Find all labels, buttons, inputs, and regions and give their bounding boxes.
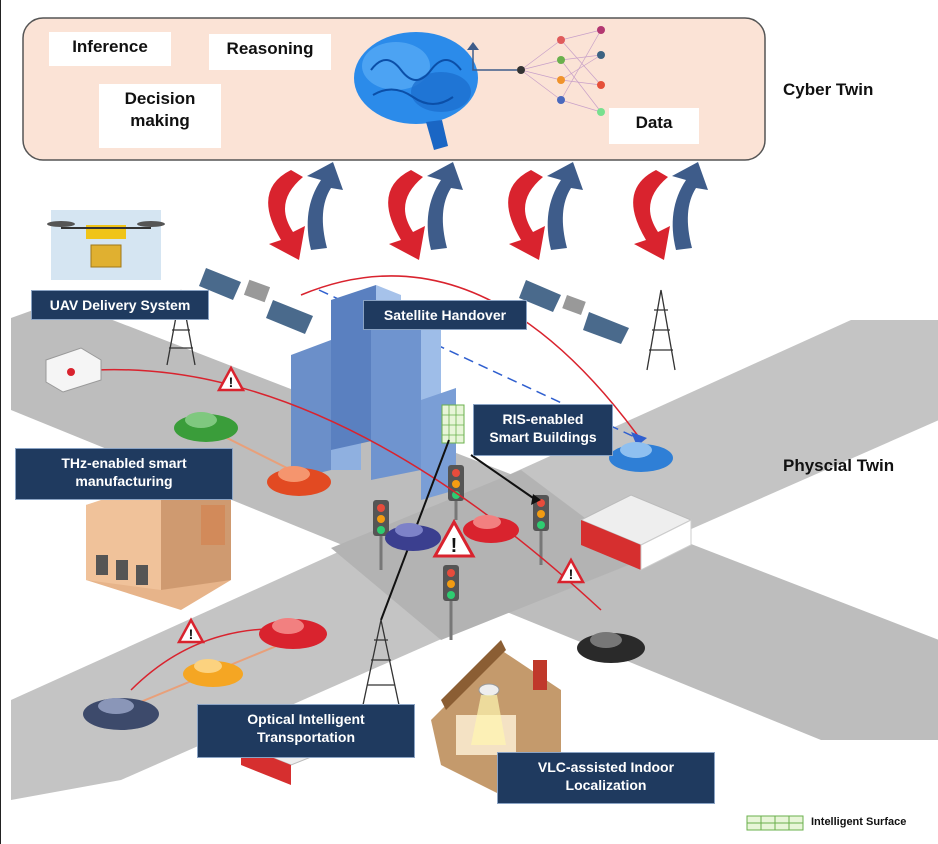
smart-buildings bbox=[291, 285, 465, 500]
ris-to-light-line bbox=[470, 454, 537, 501]
station-building-icon bbox=[579, 494, 693, 571]
neural-network-icon bbox=[517, 26, 605, 116]
decision-making-label: Decision making bbox=[99, 84, 221, 148]
down-arrow-icon bbox=[508, 170, 545, 260]
warning-icon: ! bbox=[432, 518, 476, 558]
down-arrow-icon bbox=[268, 170, 305, 260]
satellite-icon bbox=[199, 268, 313, 334]
intelligent-surface-legend-swatch bbox=[746, 815, 804, 831]
arrow-pair-3 bbox=[508, 162, 583, 260]
inference-text: Inference bbox=[72, 37, 148, 56]
vlc-localization-tag: VLC-assisted Indoor Localization bbox=[497, 752, 715, 804]
car-icon bbox=[609, 442, 673, 472]
data-text: Data bbox=[635, 113, 673, 132]
arrow-pair-4 bbox=[633, 162, 708, 260]
house-icon bbox=[431, 640, 561, 795]
thz-line2: manufacturing bbox=[75, 473, 173, 489]
vlc-line1: VLC-assisted Indoor bbox=[537, 759, 675, 775]
svg-text:!: ! bbox=[569, 566, 574, 582]
traffic-light-icon bbox=[448, 465, 464, 520]
ris-arrowhead bbox=[531, 494, 541, 505]
nn-to-brain-connector bbox=[472, 50, 517, 71]
reasoning-text: Reasoning bbox=[226, 39, 314, 58]
satellite-text: Satellite Handover bbox=[383, 307, 507, 323]
factory-icon bbox=[86, 470, 231, 610]
taxi-icon bbox=[183, 659, 243, 687]
arrow-pair-2 bbox=[388, 162, 463, 260]
up-arrow-icon bbox=[427, 162, 463, 250]
car-icon bbox=[259, 618, 327, 649]
warning-icon: ! bbox=[556, 557, 586, 584]
decision-line2: making bbox=[130, 111, 190, 130]
cyber-twin-label: Cyber Twin bbox=[783, 80, 874, 99]
optical-line2: Transportation bbox=[256, 729, 355, 745]
up-arrow-icon bbox=[307, 162, 343, 250]
satellite-icon bbox=[519, 280, 629, 344]
optical-transportation-tag: Optical Intelligent Transportation bbox=[197, 704, 415, 758]
car-icon bbox=[83, 698, 159, 730]
uav-drone-icon bbox=[47, 210, 165, 280]
car-icon bbox=[385, 523, 441, 551]
car-icon bbox=[174, 412, 238, 442]
decision-line1: Decision bbox=[124, 89, 196, 108]
uav-delivery-tag: UAV Delivery System bbox=[31, 290, 209, 320]
up-arrow-icon bbox=[547, 162, 583, 250]
reasoning-label: Reasoning bbox=[209, 34, 331, 70]
ambulance-icon bbox=[45, 347, 102, 393]
traffic-light-icon bbox=[533, 495, 549, 565]
warning-icon: ! bbox=[216, 365, 246, 392]
brain-icon bbox=[354, 32, 478, 150]
physical-twin-label: Physcial Twin bbox=[783, 456, 895, 475]
traffic-light-icon bbox=[373, 500, 389, 570]
car-icon bbox=[267, 466, 331, 496]
inference-label: Inference bbox=[49, 32, 171, 66]
intelligent-surface-legend-label: Intelligent Surface bbox=[811, 816, 907, 828]
cell-tower-icon bbox=[646, 289, 676, 371]
up-arrow-icon bbox=[672, 162, 708, 250]
v2v-link bbox=[95, 368, 602, 611]
cell-tower-icon bbox=[362, 619, 400, 706]
dashed-link-arrowhead bbox=[631, 432, 647, 446]
vlc-line2: Localization bbox=[565, 777, 647, 793]
traffic-light-icon bbox=[443, 565, 459, 640]
intelligent-surface-icon bbox=[441, 404, 465, 444]
thz-manufacturing-tag: THz-enabled smart manufacturing bbox=[15, 448, 233, 500]
thz-line1: THz-enabled smart bbox=[61, 455, 187, 471]
car-icon bbox=[463, 515, 519, 543]
intersection bbox=[331, 470, 641, 640]
optical-line1: Optical Intelligent bbox=[247, 711, 365, 727]
car-icon bbox=[577, 632, 645, 663]
ris-smart-buildings-tag: RIS-enabled Smart Buildings bbox=[473, 404, 613, 456]
svg-text:!: ! bbox=[451, 535, 458, 557]
arrow-pair-1 bbox=[268, 162, 343, 260]
data-label: Data bbox=[609, 108, 699, 144]
warning-icon: ! bbox=[176, 617, 206, 644]
svg-text:!: ! bbox=[229, 374, 234, 390]
ris-line1: RIS-enabled bbox=[502, 411, 584, 427]
ris-line2: Smart Buildings bbox=[489, 429, 597, 445]
satellite-handover-tag: Satellite Handover bbox=[363, 300, 527, 330]
cell-tower-icon bbox=[166, 289, 196, 366]
nn-to-brain-arrowhead bbox=[467, 42, 479, 50]
uav-text: UAV Delivery System bbox=[49, 297, 191, 313]
down-arrow-icon bbox=[633, 170, 670, 260]
svg-text:!: ! bbox=[189, 626, 194, 642]
satellite-red-link bbox=[300, 275, 642, 441]
down-arrow-icon bbox=[388, 170, 425, 260]
